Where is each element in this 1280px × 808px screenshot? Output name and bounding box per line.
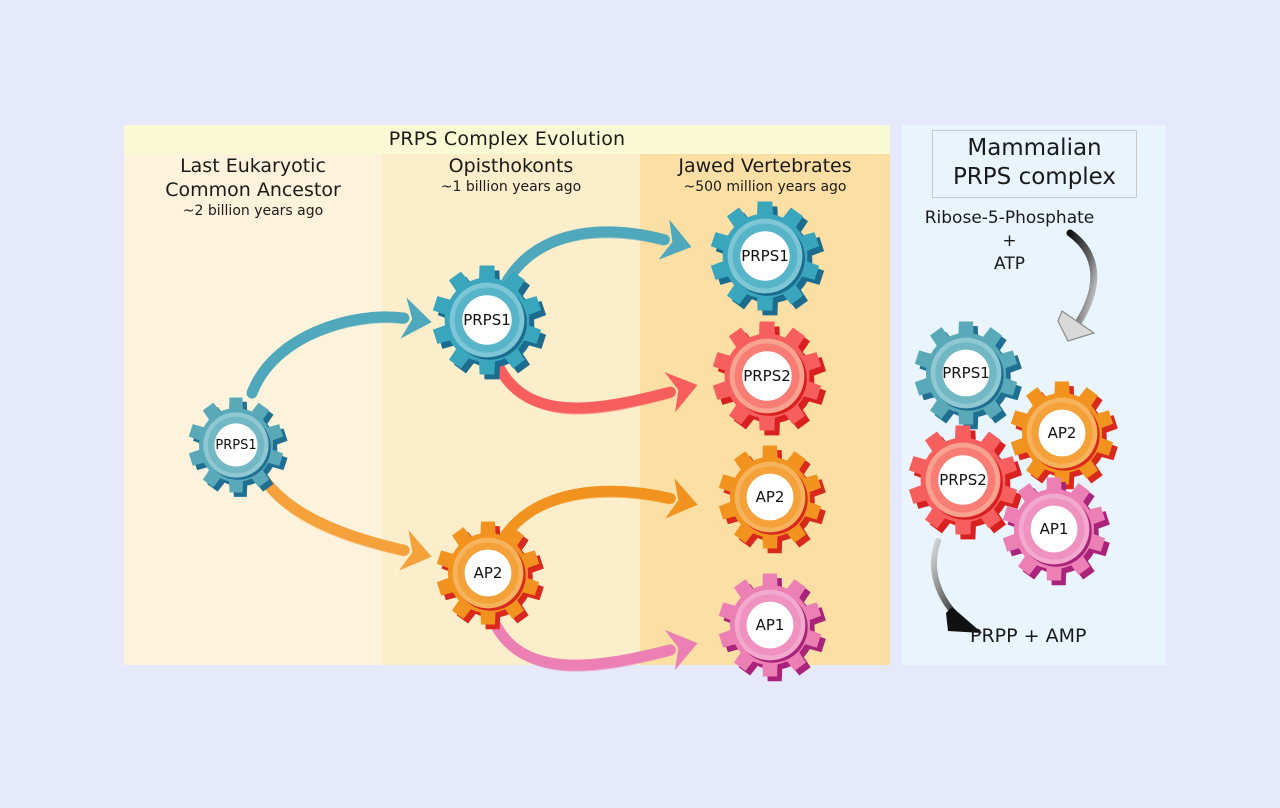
gear-mam-ap1: AP1 bbox=[1002, 477, 1110, 586]
opisthokonts-time: ~1 billion years ago bbox=[440, 179, 582, 195]
substrate-line1: Ribose-5-Phosphate bbox=[924, 208, 1095, 228]
gear-hub bbox=[1030, 505, 1078, 553]
gear-mam-ap2: AP2 bbox=[1010, 381, 1118, 490]
gear-hub bbox=[742, 351, 792, 401]
product-label: PRPP + AMP bbox=[970, 625, 1087, 647]
arrow-shaft bbox=[490, 355, 676, 414]
mammalian-panel: Mammalian PRPS complex Ribose-5-Phosphat… bbox=[902, 125, 1166, 665]
gear-jv-ap1: AP1 bbox=[718, 573, 826, 682]
jawed-time: ~500 million years ago bbox=[683, 179, 847, 195]
gear-mam-prps2: PRPS2 bbox=[908, 425, 1023, 540]
gear-hub bbox=[746, 473, 794, 521]
mammalian-title-line1: Mammalian bbox=[967, 135, 1102, 161]
leca-heading-line2: Common Ancestor bbox=[165, 179, 341, 201]
leca-heading-line1: Last Eukaryotic bbox=[180, 155, 326, 177]
substrate-line2: + bbox=[1002, 231, 1017, 251]
gear-hub bbox=[740, 231, 790, 281]
gear-opis-ap2: AP2 bbox=[436, 521, 544, 630]
evolution-panel-title: PRPS Complex Evolution bbox=[124, 125, 890, 154]
gear-hub bbox=[462, 295, 512, 345]
gear-hub bbox=[942, 349, 990, 397]
leca-time: ~2 billion years ago bbox=[182, 203, 324, 219]
evolution-panel: PRPS Complex Evolution Last Eukaryotic C… bbox=[124, 125, 890, 682]
arrow-head bbox=[664, 372, 698, 413]
gear-hub bbox=[746, 601, 794, 649]
arrow-head bbox=[658, 219, 692, 260]
gear-opis-prps1: PRPS1 bbox=[432, 265, 547, 380]
arrow-speed-line bbox=[496, 364, 673, 415]
arrow-opis-prps1-to-jv-prps2 bbox=[490, 355, 698, 415]
column-heading-opisthokonts: Opisthokonts ~1 billion years ago bbox=[382, 154, 640, 197]
column-heading-jawed-vertebrates: Jawed Vertebrates ~500 million years ago bbox=[640, 154, 890, 197]
gear-jv-prps1: PRPS1 bbox=[710, 201, 825, 316]
evolution-title-text: PRPS Complex Evolution bbox=[388, 128, 626, 150]
mammalian-panel-title: Mammalian PRPS complex bbox=[932, 130, 1137, 198]
arrow-head bbox=[400, 297, 432, 339]
prps-evolution-figure: PRPS Complex Evolution Last Eukaryotic C… bbox=[124, 125, 1166, 682]
gear-hub bbox=[214, 423, 258, 467]
arrow-speed-line bbox=[492, 620, 673, 672]
arrow-leca-to-opis-prps1 bbox=[246, 297, 432, 399]
arrow-head bbox=[664, 629, 698, 671]
arrow-speed-line bbox=[250, 321, 405, 399]
gear-hub bbox=[938, 455, 988, 505]
substrate-input-arrow bbox=[1057, 229, 1098, 342]
substrate-label: Ribose-5-Phosphate + ATP bbox=[902, 207, 1117, 276]
gear-hub bbox=[464, 549, 512, 597]
gear-leca-prps1: PRPS1 bbox=[188, 397, 288, 497]
arrow-shaft bbox=[246, 311, 410, 399]
gear-hub bbox=[1038, 409, 1086, 457]
arrow-opis-ap2-to-jv-ap1 bbox=[486, 611, 698, 672]
arrow-head bbox=[665, 478, 698, 519]
gear-mam-prps1: PRPS1 bbox=[914, 321, 1022, 430]
substrate-line3: ATP bbox=[994, 254, 1025, 274]
column-heading-leca: Last Eukaryotic Common Ancestor ~2 billi… bbox=[124, 154, 382, 221]
jawed-heading: Jawed Vertebrates bbox=[678, 155, 852, 177]
arrow-shaft bbox=[486, 611, 676, 671]
gear-jv-ap2: AP2 bbox=[718, 445, 826, 554]
gear-jv-prps2: PRPS2 bbox=[712, 321, 827, 436]
arrow-head bbox=[399, 530, 432, 571]
opisthokonts-heading: Opisthokonts bbox=[448, 155, 574, 177]
mammalian-title-line2: PRPS complex bbox=[952, 164, 1117, 190]
product-output-arrow bbox=[931, 538, 982, 633]
